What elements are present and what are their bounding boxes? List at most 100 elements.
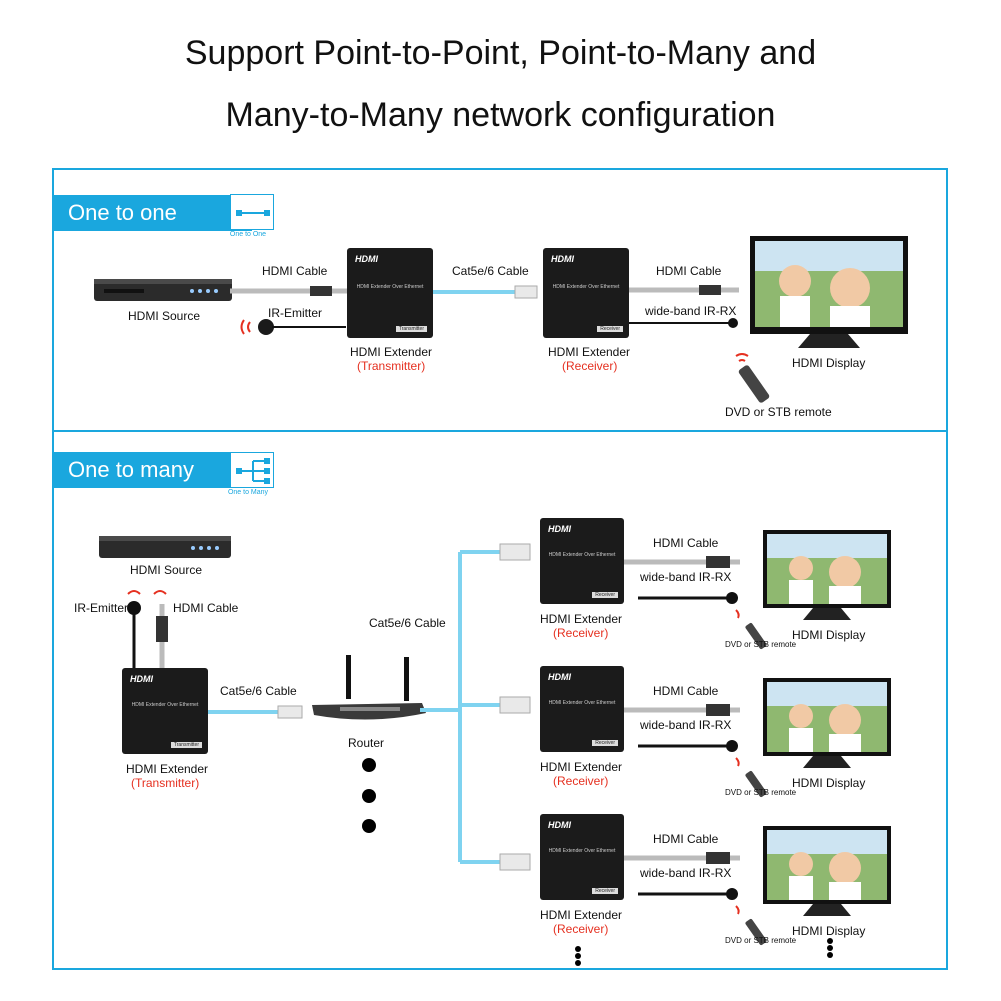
box-text: HDMI Extender Over Ethernet xyxy=(548,700,616,707)
receiver-display-icon-3 xyxy=(763,826,891,916)
source-label-2: HDMI Source xyxy=(130,563,203,577)
receiver-cables-2 xyxy=(624,704,740,767)
more-dot-small xyxy=(827,945,833,951)
heading-line-2: Many-to-Many network configuration xyxy=(225,96,776,134)
router-label: Router xyxy=(348,736,385,750)
one-to-one-banner: One to one xyxy=(54,195,252,231)
receiver-remote-icon-3 xyxy=(745,919,767,945)
box-tag: Receiver xyxy=(592,592,618,598)
receiver-remote-label-2: DVD or STB remote xyxy=(725,788,797,797)
box-text: HDMI Extender Over Ethernet xyxy=(356,284,424,290)
more-dot-small xyxy=(575,946,581,952)
more-dot-small xyxy=(827,952,833,958)
hdmi-cable-label-2: HDMI Cable xyxy=(656,264,722,278)
receiver-wideband-label-1: wide-band IR-RX xyxy=(640,570,732,584)
receiver-remote-icon-1 xyxy=(745,623,767,649)
box-text: HDMI Extender Over Ethernet xyxy=(548,552,616,559)
hdmi-cable-line xyxy=(230,286,350,296)
transmitter-role: (Transmitter) xyxy=(357,359,426,373)
receiver-display-icon-1 xyxy=(763,530,891,620)
hdmi-display-icon xyxy=(750,236,908,348)
box-logo: HDMI xyxy=(548,524,571,534)
receiver-cables-3 xyxy=(624,852,740,915)
receiver-display-icon-2 xyxy=(763,678,891,768)
box-text: HDMI Extender Over Ethernet xyxy=(131,702,199,709)
box-logo: HDMI xyxy=(551,254,574,264)
one-to-many-topology-caption: One to Many xyxy=(227,489,269,496)
hdmi-cable-label-3: HDMI Cable xyxy=(173,601,239,615)
one-to-many-panel xyxy=(52,430,948,970)
receiver-device-1: HDMI HDMI Extender Over Ethernet Receive… xyxy=(540,518,624,604)
remote-label: DVD or STB remote xyxy=(725,405,832,419)
transmitter-title-2: HDMI Extender xyxy=(126,762,209,776)
box-logo: HDMI xyxy=(548,672,571,682)
box-tag: Transmitter xyxy=(395,326,427,332)
receiver-title-2: HDMI Extender xyxy=(540,760,623,774)
box-tag: Receiver xyxy=(592,888,618,894)
box-text: HDMI Extender Over Ethernet xyxy=(552,284,620,290)
box-logo: HDMI xyxy=(355,254,378,264)
box-logo: HDMI xyxy=(130,674,153,684)
one-to-one-topology-icon xyxy=(230,194,274,230)
receiver-cables-1 xyxy=(624,556,740,619)
receiver-wideband-label-2: wide-band IR-RX xyxy=(640,718,732,732)
wideband-label: wide-band IR-RX xyxy=(645,304,737,318)
receiver-role-3: (Receiver) xyxy=(553,922,609,936)
dvd-player-icon-2 xyxy=(99,536,231,558)
receiver-hdmi-cable-label-3: HDMI Cable xyxy=(653,832,719,846)
box-tag: Transmitter xyxy=(170,742,202,748)
receiver-hdmi-cable-label-1: HDMI Cable xyxy=(653,536,719,550)
receiver-display-label-2: HDMI Display xyxy=(792,776,866,790)
transmitter-role-2: (Transmitter) xyxy=(131,776,200,790)
ir-emitter-icon xyxy=(240,319,346,335)
rx-cables xyxy=(629,285,739,328)
cat-cable-label-3: Cat5e/6 Cable xyxy=(369,616,446,630)
one-to-many-banner: One to many xyxy=(54,452,252,488)
receiver-role: (Receiver) xyxy=(562,359,618,373)
box-text: HDMI Extender Over Ethernet xyxy=(548,848,616,855)
more-dot xyxy=(362,789,376,803)
box-tag: Receiver xyxy=(592,740,618,746)
receiver-role-1: (Receiver) xyxy=(553,626,609,640)
receiver-device-2: HDMI HDMI Extender Over Ethernet Receive… xyxy=(540,666,624,752)
receiver-hdmi-cable-label-2: HDMI Cable xyxy=(653,684,719,698)
heading-line-1: Support Point-to-Point, Point-to-Many an… xyxy=(184,34,817,72)
box-tag: Receiver xyxy=(597,326,623,332)
receiver-role-2: (Receiver) xyxy=(553,774,609,788)
receiver-title-3: HDMI Extender xyxy=(540,908,623,922)
receiver-device-3: HDMI HDMI Extender Over Ethernet Receive… xyxy=(540,814,624,900)
more-dot-small xyxy=(575,960,581,966)
transmitter-device: HDMI HDMI Extender Over Ethernet Transmi… xyxy=(347,248,433,338)
dvd-player-icon xyxy=(94,279,232,301)
receiver-device: HDMI HDMI Extender Over Ethernet Receive… xyxy=(543,248,629,338)
more-dot xyxy=(362,819,376,833)
receiver-remote-icon-2 xyxy=(745,771,767,797)
one-to-many-topology-icon xyxy=(230,452,274,488)
display-label: HDMI Display xyxy=(792,356,866,370)
cat-cable-label-2: Cat5e/6 Cable xyxy=(220,684,297,698)
transmitter-device-2: HDMI HDMI Extender Over Ethernet Transmi… xyxy=(122,668,208,754)
ir-emitter-label-2: IR-Emitter xyxy=(74,601,128,615)
receiver-wideband-label-3: wide-band IR-RX xyxy=(640,866,732,880)
cat-cable-line xyxy=(433,285,538,299)
box-logo: HDMI xyxy=(548,820,571,830)
one-to-one-topology-caption: One to One xyxy=(229,231,267,238)
receiver-remote-label-3: DVD or STB remote xyxy=(725,936,797,945)
router-icon xyxy=(312,655,426,720)
receiver-display-label-3: HDMI Display xyxy=(792,924,866,938)
network-trunk xyxy=(420,543,531,871)
cat-cable-line-2 xyxy=(208,705,303,719)
source-label: HDMI Source xyxy=(128,309,201,323)
transmitter-title: HDMI Extender xyxy=(350,345,433,359)
receiver-title: HDMI Extender xyxy=(548,345,631,359)
remote-icon xyxy=(735,353,770,403)
tx-input-cables xyxy=(127,590,168,668)
more-dot xyxy=(362,758,376,772)
hdmi-cable-label: HDMI Cable xyxy=(262,264,328,278)
receiver-display-label-1: HDMI Display xyxy=(792,628,866,642)
ir-emitter-label: IR-Emitter xyxy=(268,306,322,320)
more-dot-small xyxy=(575,953,581,959)
receiver-remote-label-1: DVD or STB remote xyxy=(725,640,797,649)
cat-cable-label: Cat5e/6 Cable xyxy=(452,264,529,278)
more-dot-small xyxy=(827,938,833,944)
